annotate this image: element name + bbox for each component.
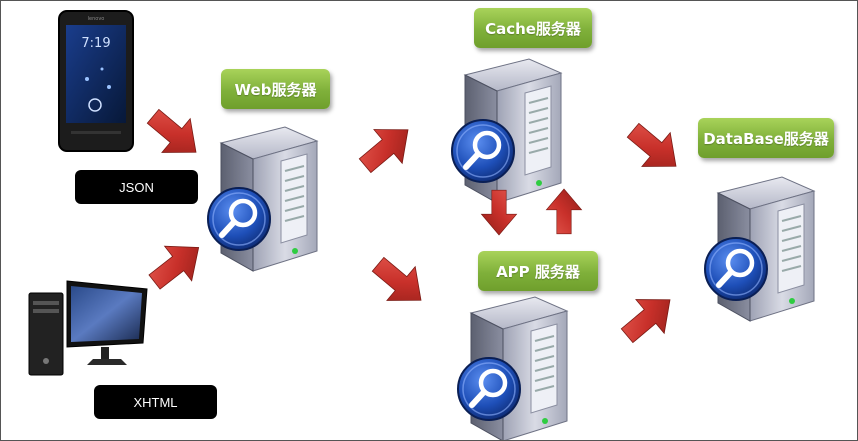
arrow-icon xyxy=(618,113,691,184)
web-server-label: Web服务器 xyxy=(221,69,330,109)
svg-text:7:19: 7:19 xyxy=(81,36,110,51)
arrow-icon xyxy=(138,99,211,170)
app-server-text: APP 服务器 xyxy=(496,262,580,281)
arrow-icon xyxy=(546,188,582,235)
json-format-label: JSON xyxy=(75,170,198,204)
cache-server-label: Cache服务器 xyxy=(474,8,592,48)
xhtml-format-text: XHTML xyxy=(133,394,178,410)
arrow-icon xyxy=(481,189,517,236)
smartphone-icon: lenovo 7:19 xyxy=(58,10,134,152)
json-format-text: JSON xyxy=(119,179,154,195)
arrow-icon xyxy=(612,282,685,353)
arrow-icon xyxy=(363,247,436,318)
arrow-icon xyxy=(140,229,213,300)
app-server-label: APP 服务器 xyxy=(478,251,598,291)
desktop-computer-icon xyxy=(28,280,148,376)
cache-server-text: Cache服务器 xyxy=(485,19,581,38)
database-server-label: DataBase服务器 xyxy=(698,118,834,158)
arrow-icon xyxy=(350,112,423,183)
xhtml-format-label: XHTML xyxy=(94,385,217,419)
web-server-text: Web服务器 xyxy=(234,80,317,99)
svg-text:lenovo: lenovo xyxy=(88,16,105,22)
database-server-text: DataBase服务器 xyxy=(703,129,829,148)
